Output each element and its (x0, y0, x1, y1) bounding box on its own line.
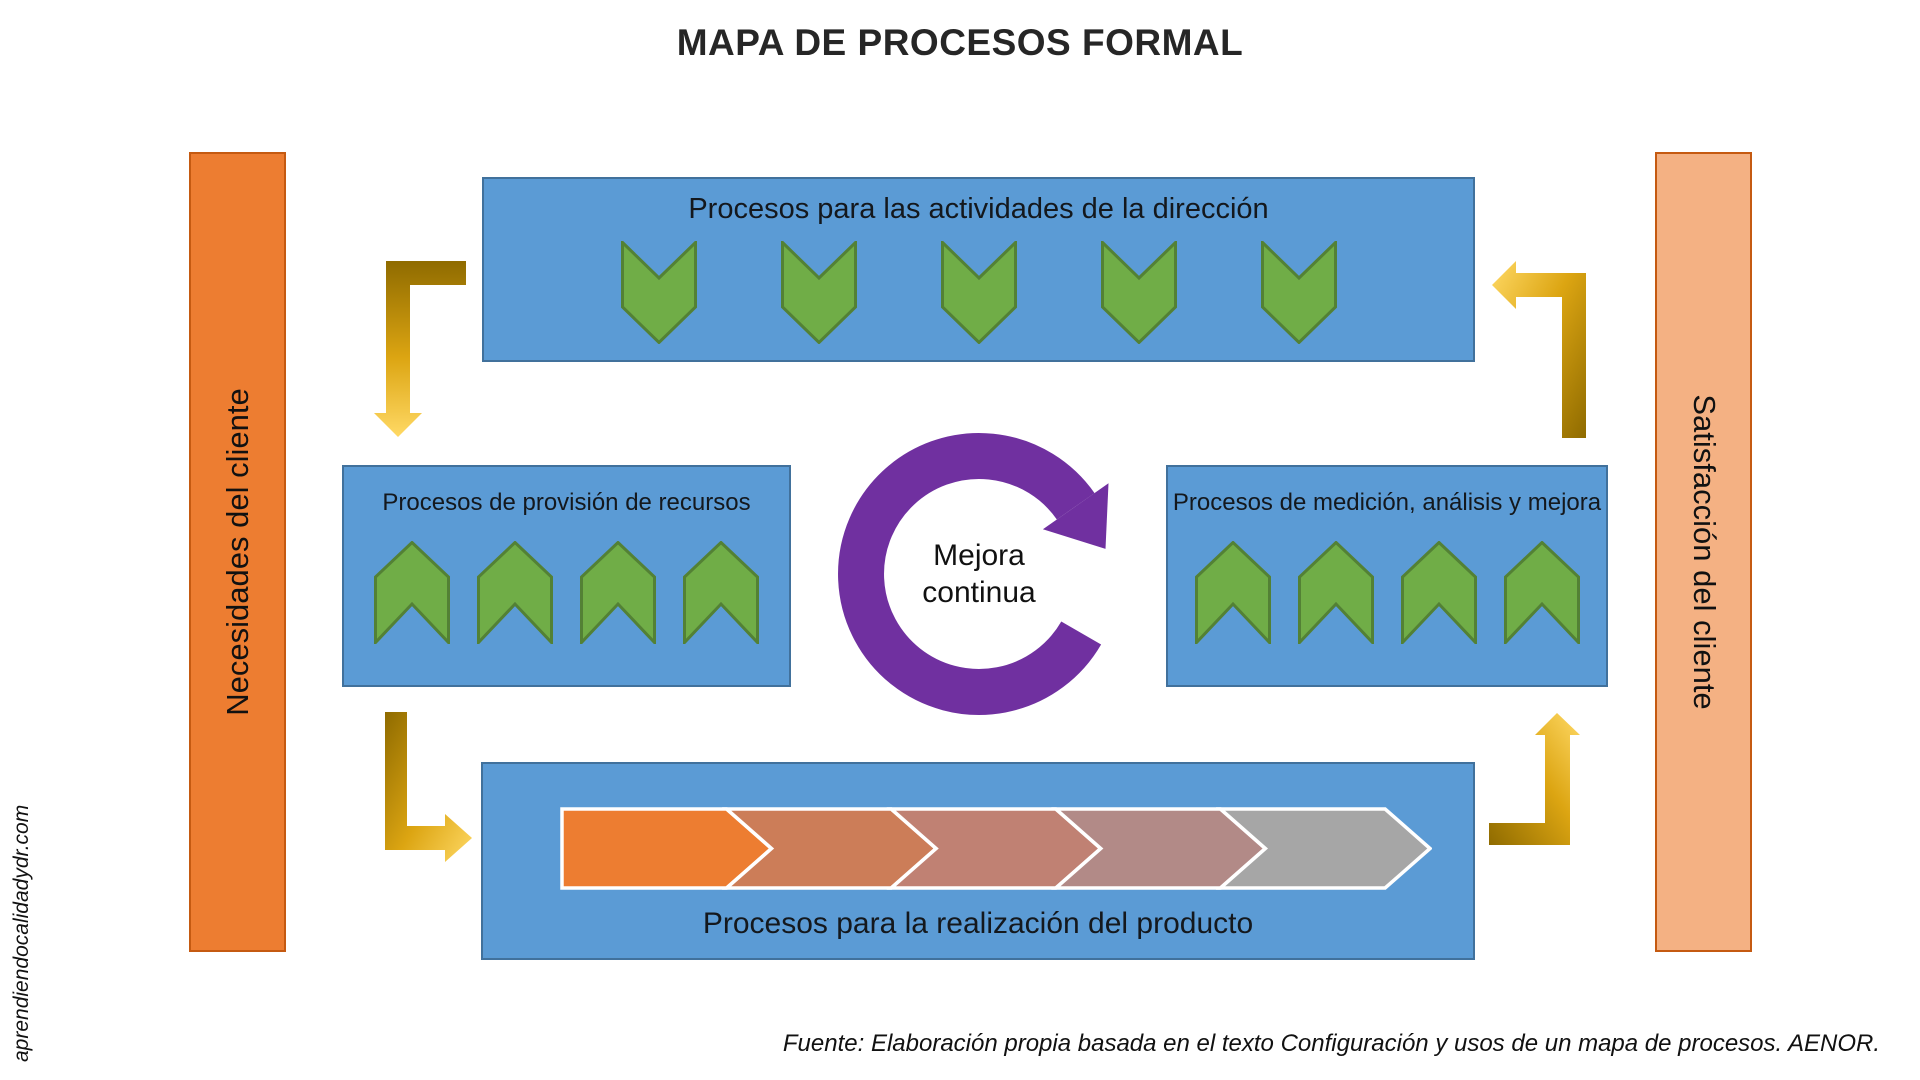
process-chevron-up-icon (1194, 541, 1271, 644)
resource-provision-box: Procesos de provisión de recursos (342, 465, 791, 687)
customer-satisfaction-bar: Satisfacción del cliente (1655, 152, 1752, 952)
product-flow-arrow-strip (560, 807, 1433, 890)
measurement-analysis-box: Procesos de medición, análisis y mejora (1166, 465, 1608, 687)
source-citation: Fuente: Elaboración propia basada en el … (782, 1030, 1880, 1057)
management-chevron-row (484, 241, 1473, 344)
website-watermark: aprendiendocalidadydr.com (10, 804, 33, 1062)
measurement-analysis-label: Procesos de medición, análisis y mejora (1172, 489, 1602, 516)
continuous-improvement-cycle-icon (838, 433, 1109, 715)
arrow-top-to-resources-icon (374, 261, 466, 437)
customer-needs-label: Necesidades del cliente (219, 388, 255, 716)
process-chevron-up-icon (374, 541, 450, 644)
measurement-chevron-row (1168, 541, 1606, 644)
process-chevron-up-icon (1503, 541, 1580, 644)
management-processes-box: Procesos para las actividades de la dire… (482, 177, 1475, 362)
process-chevron-up-icon (1400, 541, 1477, 644)
customer-needs-bar: Necesidades del cliente (189, 152, 286, 952)
process-chevron-down-icon (1260, 241, 1337, 344)
process-chevron-down-icon (1100, 241, 1177, 344)
process-chevron-up-icon (477, 541, 553, 644)
customer-satisfaction-label: Satisfacción del cliente (1686, 394, 1722, 710)
process-chevron-up-icon (1297, 541, 1374, 644)
resource-chevron-row (344, 541, 789, 644)
continuous-improvement-label: Mejora continua (922, 539, 1036, 609)
page-title: MAPA DE PROCESOS FORMAL (676, 22, 1244, 63)
process-chevron-up-icon (580, 541, 656, 644)
process-chevron-down-icon (620, 241, 697, 344)
process-chevron-down-icon (940, 241, 1017, 344)
product-realization-label: Procesos para la realización del product… (702, 907, 1254, 940)
arrow-resources-to-product-icon (385, 712, 472, 862)
process-chevron-up-icon (683, 541, 759, 644)
resource-provision-label: Procesos de provisión de recursos (382, 489, 751, 516)
arrow-product-to-measurement-icon (1489, 713, 1580, 845)
arrow-measurement-to-top-icon (1492, 261, 1586, 438)
product-realization-box: Procesos para la realización del product… (481, 762, 1475, 960)
process-chevron-down-icon (780, 241, 857, 344)
management-processes-label: Procesos para las actividades de la dire… (688, 193, 1269, 225)
